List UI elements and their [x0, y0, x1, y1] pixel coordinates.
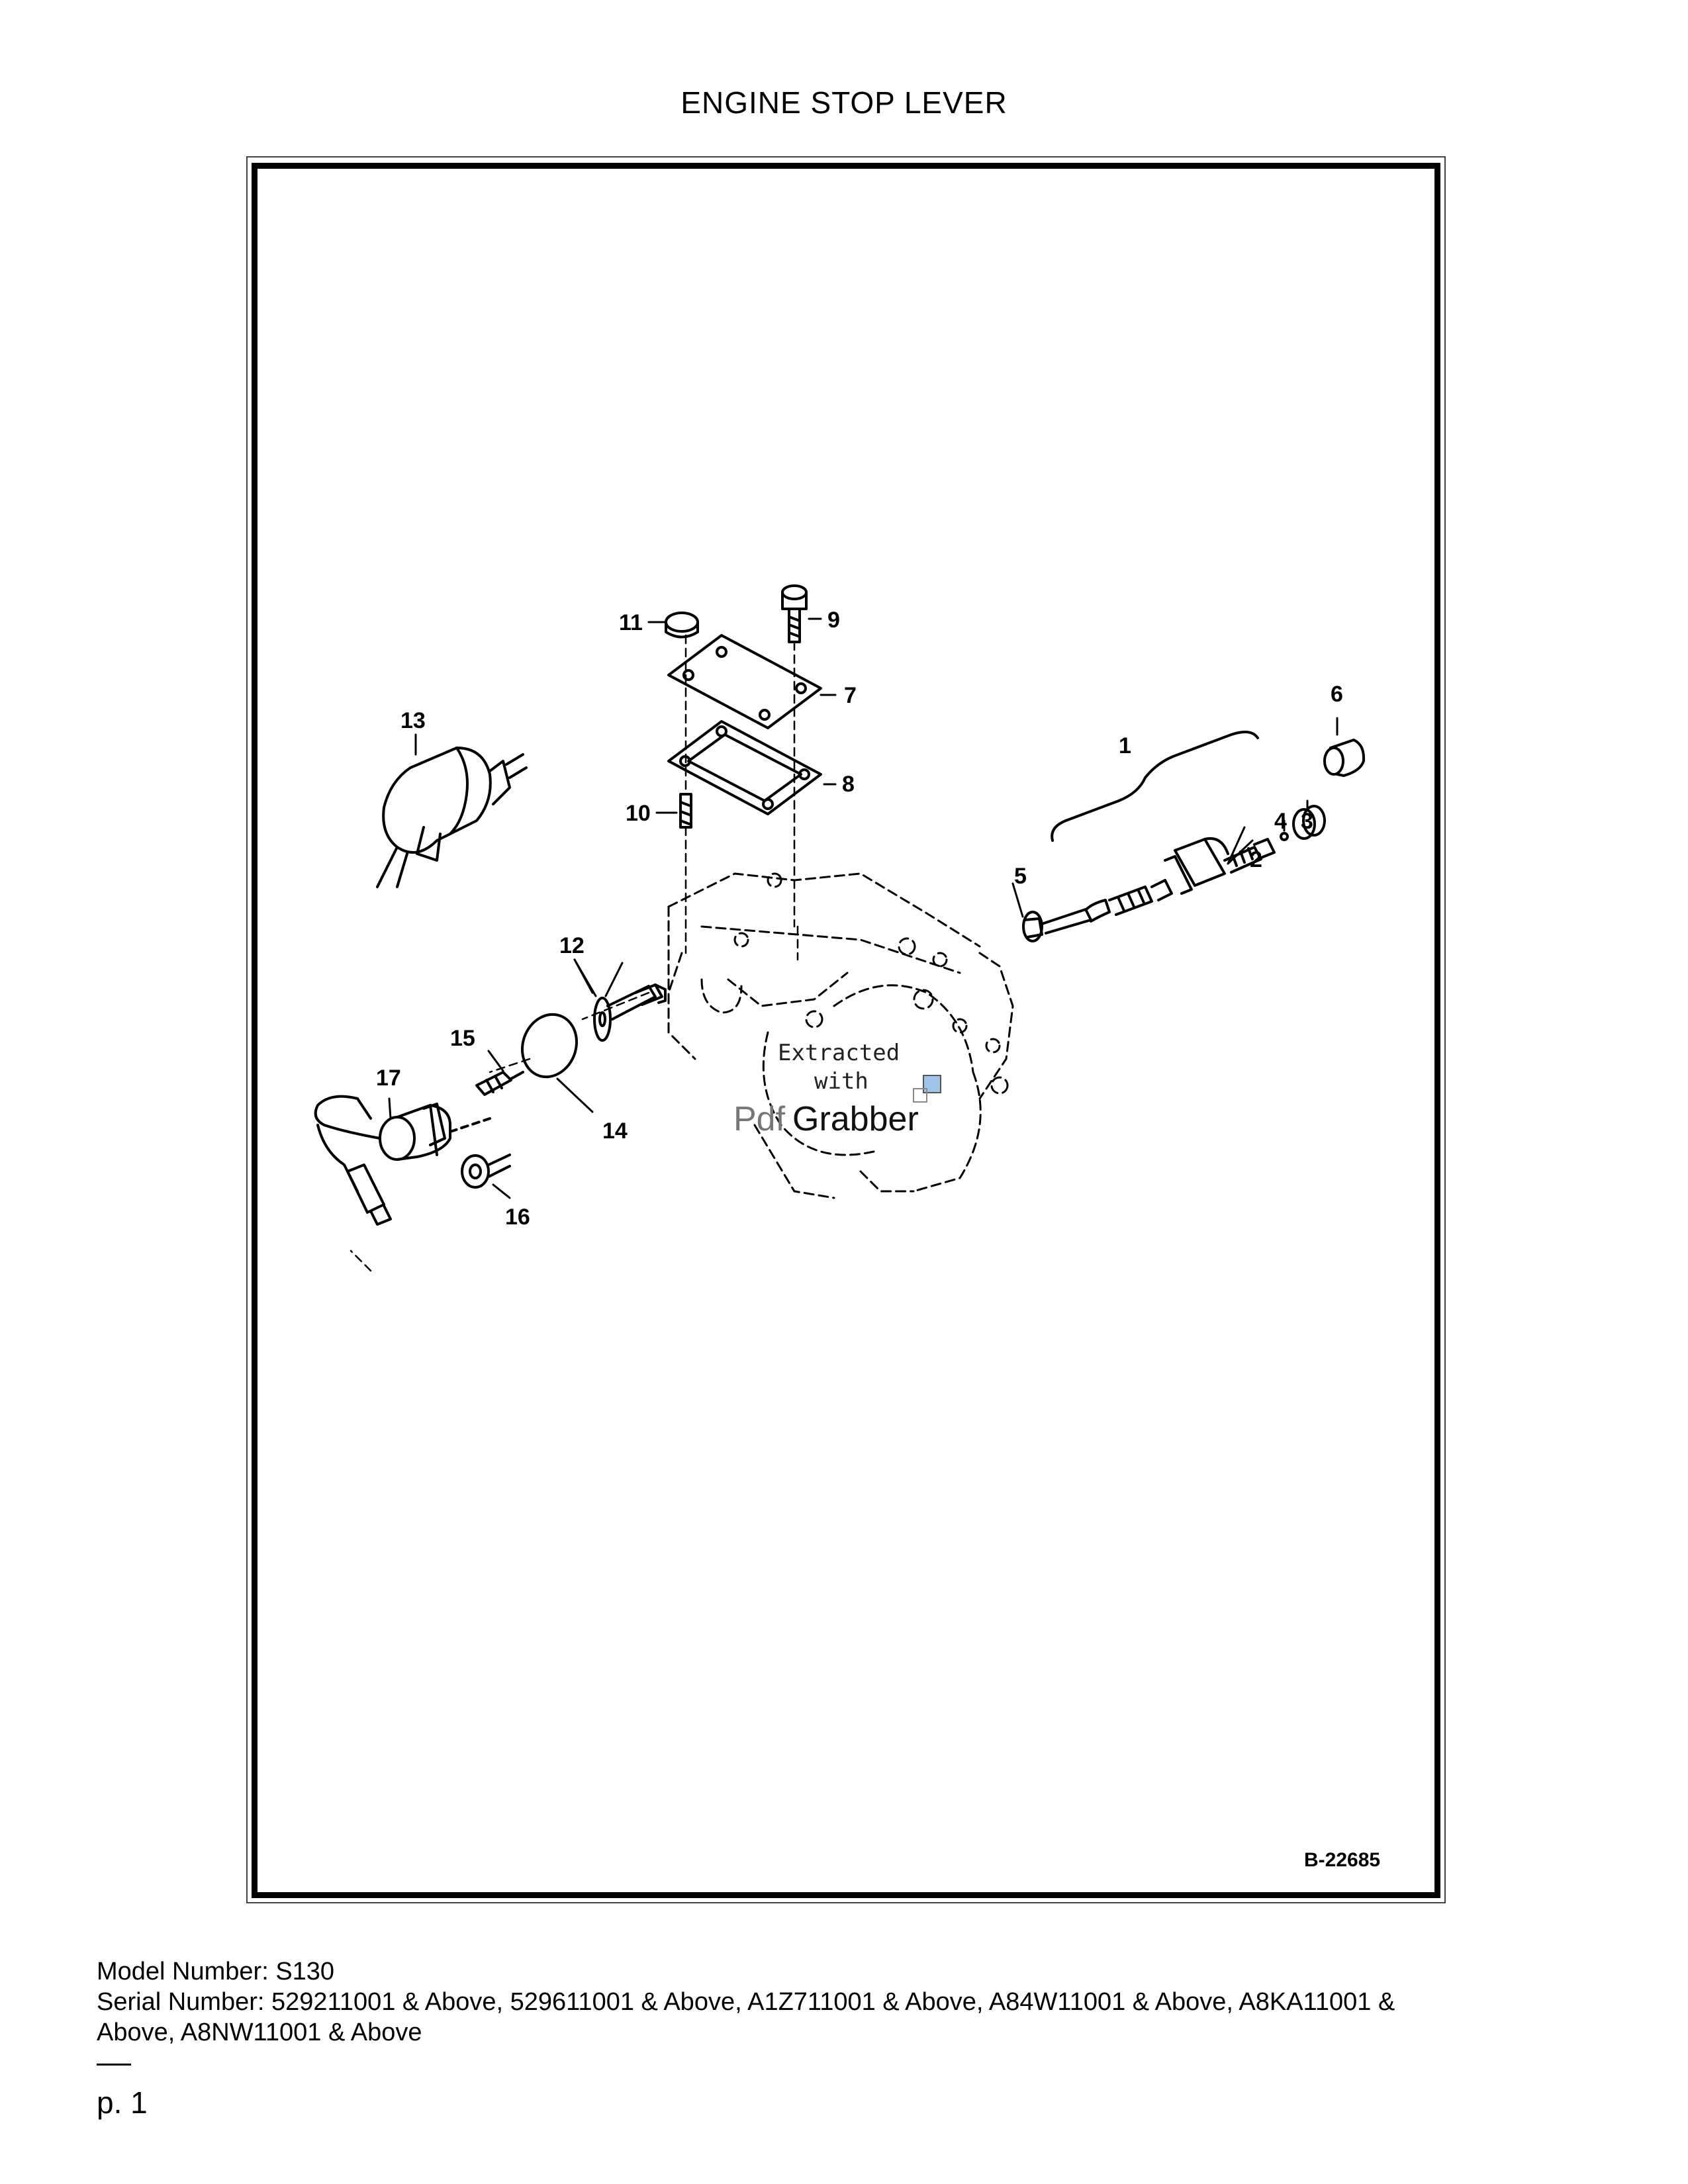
watermark: Extracted with Pdf Grabber	[733, 1040, 941, 1138]
watermark-line1: Extracted	[778, 1040, 900, 1066]
callout-2: 2	[1250, 847, 1262, 872]
page-number: p. 1	[97, 2085, 148, 2120]
callout-4: 4	[1274, 809, 1287, 834]
engine-block-outline	[667, 872, 1014, 1199]
callout-7: 7	[844, 683, 857, 708]
callout-16: 16	[505, 1205, 530, 1230]
shaft-assembly	[593, 983, 667, 1042]
callout-3: 3	[1301, 809, 1313, 834]
leader-lines	[388, 617, 1338, 1199]
valve-assembly	[1022, 739, 1365, 942]
callout-9: 9	[827, 608, 840, 633]
callout-13: 13	[400, 708, 426, 733]
figure-reference-code: B-22685	[1304, 1849, 1381, 1871]
lock-nut	[461, 1154, 511, 1189]
footer: Model Number: S130 Serial Number: 529211…	[97, 1956, 1553, 2048]
callout-8: 8	[842, 772, 855, 797]
watermark-brand-prefix: Pdf	[733, 1100, 786, 1138]
callout-11: 11	[619, 610, 643, 635]
stud	[679, 793, 692, 829]
page-title: ENGINE STOP LEVER	[680, 85, 1008, 120]
callout-5: 5	[1014, 864, 1027, 889]
callout-10: 10	[626, 801, 651, 826]
serial-number-line2: Above, A8NW11001 & Above	[97, 2019, 422, 2046]
watermark-brand-suffix: Grabber	[792, 1100, 919, 1138]
diagram-frame-outer	[246, 156, 1446, 1903]
callout-12: 12	[559, 933, 585, 958]
model-number: Model Number: S130	[97, 1958, 335, 1985]
watermark-logo-icon	[923, 1075, 941, 1093]
callout-6: 6	[1331, 682, 1343, 707]
serial-number-line1: Serial Number: 529211001 & Above, 529611…	[97, 1988, 1395, 2016]
gasket	[667, 720, 822, 815]
footer-divider	[97, 2064, 131, 2066]
nut	[665, 612, 699, 633]
solenoid	[376, 747, 528, 888]
stop-solenoid	[314, 1095, 451, 1226]
callout-14: 14	[602, 1118, 628, 1144]
spring-pin	[475, 1071, 524, 1096]
diagram-frame	[252, 163, 1440, 1898]
callout-17: 17	[376, 1066, 401, 1091]
callout-brace	[1051, 731, 1259, 842]
bolt	[781, 584, 808, 600]
watermark-line2: with	[814, 1068, 868, 1095]
callout-1: 1	[1119, 733, 1131, 758]
o-ring	[520, 1013, 579, 1079]
cover-plate	[667, 634, 822, 729]
callout-15: 15	[450, 1026, 475, 1051]
